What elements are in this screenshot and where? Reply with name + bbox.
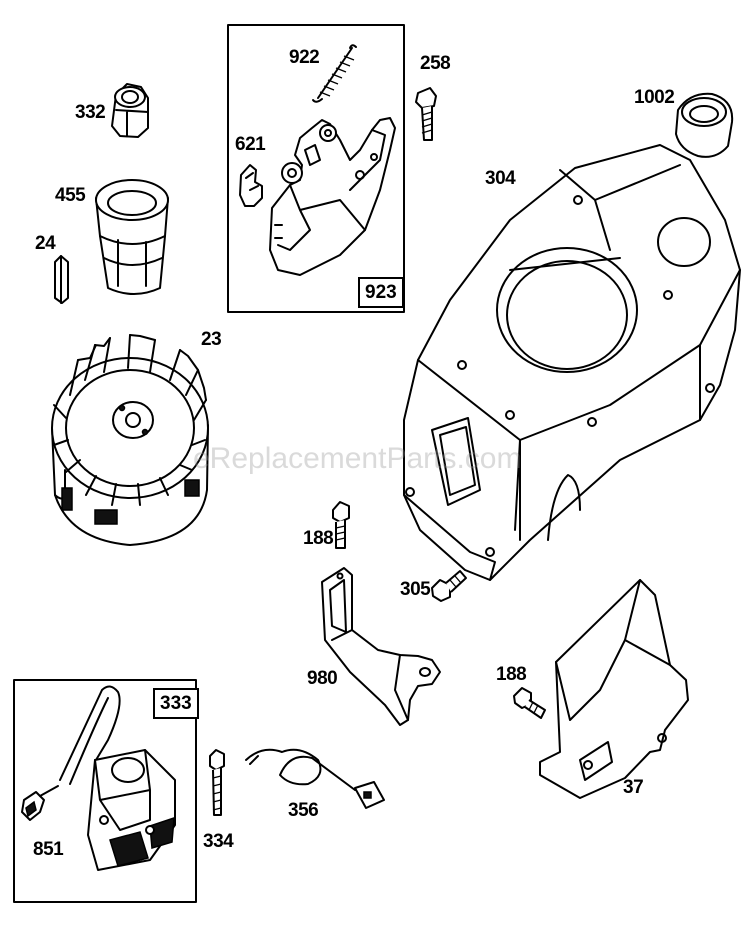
label-23: 23 [201, 329, 222, 350]
label-258: 258 [420, 53, 451, 74]
part-923-kit-box [227, 24, 405, 313]
label-851: 851 [33, 839, 64, 860]
part-980-bracket [321, 567, 441, 726]
label-356: 356 [288, 800, 319, 821]
label-333: 333 [153, 688, 199, 719]
part-1002-grommet [675, 92, 734, 158]
label-24: 24 [35, 233, 56, 254]
label-334: 334 [203, 831, 234, 852]
label-1002: 1002 [634, 87, 675, 108]
label-37: 37 [623, 777, 644, 798]
watermark: eReplacementParts.com [193, 442, 522, 475]
part-332-nut [111, 83, 149, 138]
part-334-bolt [209, 749, 225, 816]
part-621-link [239, 164, 263, 207]
part-24-key [54, 255, 69, 304]
part-922-spring [312, 44, 357, 103]
part-23-flywheel [51, 334, 209, 546]
part-governor-assembly [269, 117, 396, 276]
part-356-ground-wire [245, 748, 385, 809]
part-188-bolt-upper [332, 501, 350, 549]
label-922: 922 [289, 47, 320, 68]
label-305: 305 [400, 579, 431, 600]
part-455-cup [95, 179, 169, 295]
label-621: 621 [235, 134, 266, 155]
part-37-baffle [539, 579, 689, 799]
label-980: 980 [307, 668, 338, 689]
label-304: 304 [485, 168, 516, 189]
part-258-bolt [415, 87, 437, 141]
part-188-bolt-lower [513, 687, 546, 719]
part-333-kit-box [13, 679, 197, 903]
part-304-blower-housing [403, 144, 741, 581]
label-923: 923 [358, 277, 404, 308]
label-455: 455 [55, 185, 86, 206]
label-188-upper: 188 [303, 528, 334, 549]
part-333-armature [59, 685, 176, 871]
label-332: 332 [75, 102, 106, 123]
part-851-terminal [21, 785, 59, 821]
part-305-bolt [431, 570, 467, 602]
label-188-lower: 188 [496, 664, 527, 685]
